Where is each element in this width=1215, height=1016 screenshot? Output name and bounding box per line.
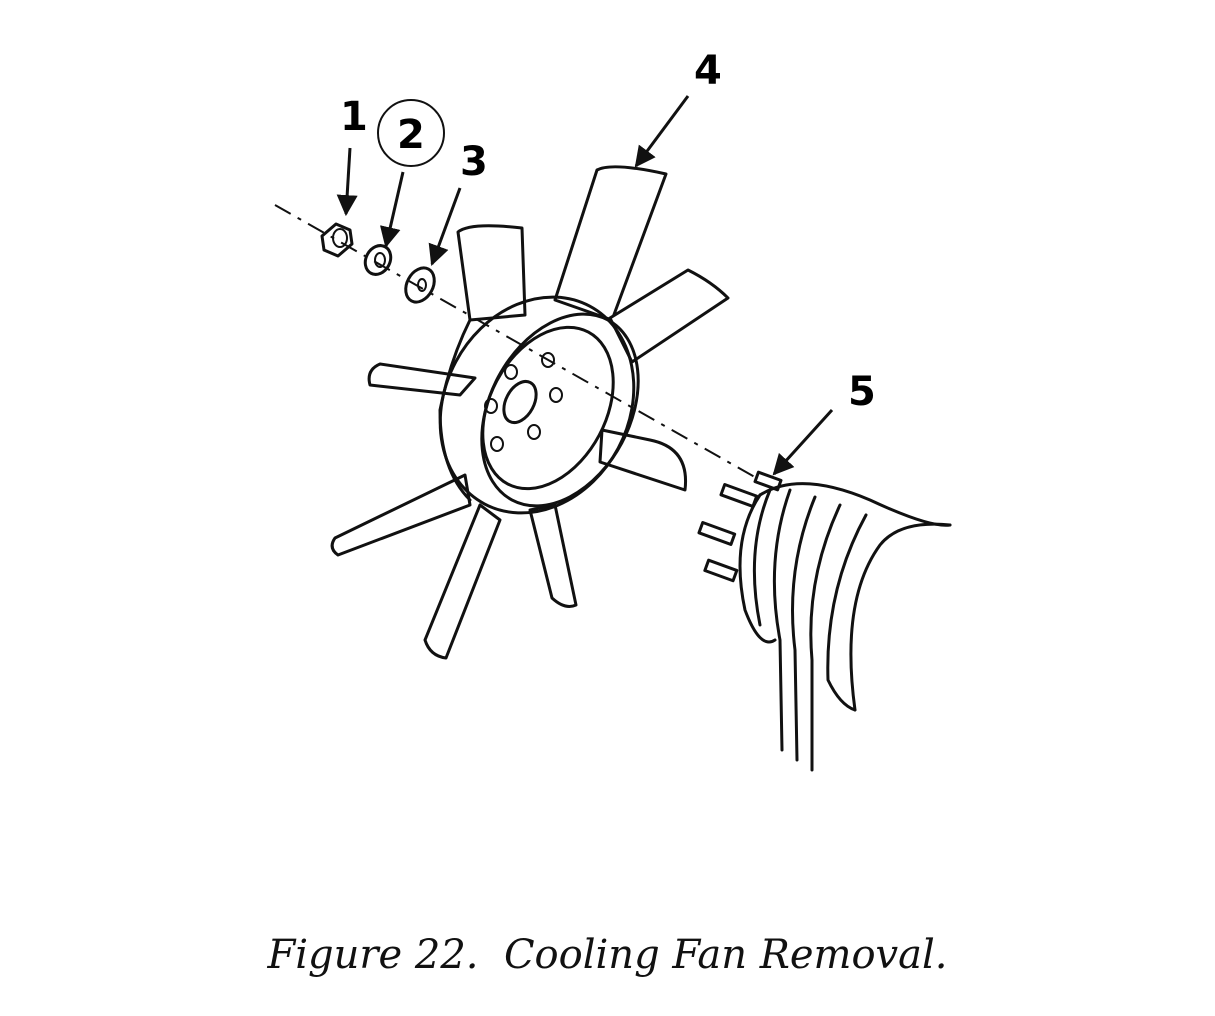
lock-washer xyxy=(363,244,393,276)
nut xyxy=(320,222,354,258)
callout-5-label: 5 xyxy=(848,369,876,415)
callout-2-circle xyxy=(377,99,445,167)
callout-1-label: 1 xyxy=(340,94,368,140)
callout-4-label: 4 xyxy=(694,48,722,94)
figure-caption: Figure 22. Cooling Fan Removal. xyxy=(267,932,948,978)
callout-arrows xyxy=(336,95,834,476)
callout-2-label: 2 xyxy=(397,112,425,158)
fan-blades xyxy=(330,165,730,660)
pulley-assembly xyxy=(697,470,952,772)
centerline xyxy=(274,204,761,481)
studs xyxy=(697,470,783,583)
fan-hub xyxy=(438,295,640,515)
callout-3-label: 3 xyxy=(460,139,488,185)
flat-washer xyxy=(404,266,436,304)
